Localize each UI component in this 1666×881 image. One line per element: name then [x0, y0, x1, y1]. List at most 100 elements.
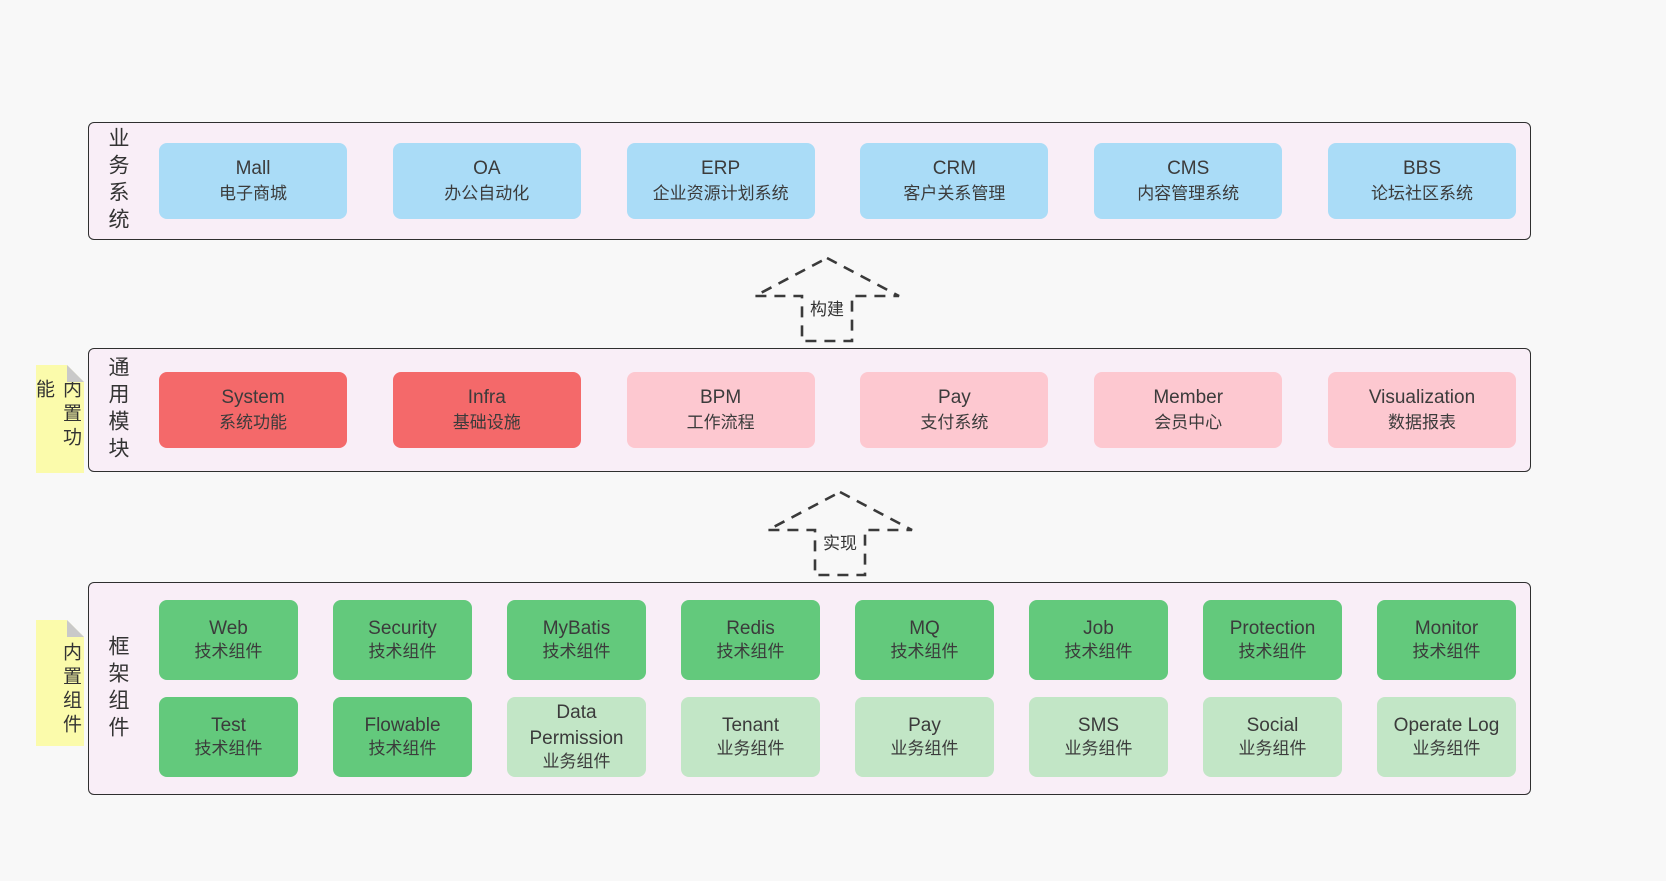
box-subtitle: 技术组件: [194, 739, 263, 759]
box-subtitle: 业务组件: [1064, 739, 1133, 759]
common-modules-container: 通用模块 System 系统功能 Infra 基础设施 BPM 工作流程 Pay…: [88, 348, 1531, 472]
box-title: Visualization: [1368, 386, 1476, 408]
build-arrow: 构建: [752, 255, 902, 343]
implement-arrow-label: 实现: [819, 529, 861, 554]
box-test: Test 技术组件: [159, 697, 298, 777]
box-mq: MQ 技术组件: [855, 600, 994, 680]
box-flowable: Flowable 技术组件: [333, 697, 472, 777]
box-title: Member: [1153, 386, 1224, 408]
box-pay: Pay 支付系统: [860, 372, 1049, 448]
box-mybatis: MyBatis 技术组件: [507, 600, 646, 680]
box-title: Pay: [908, 714, 941, 736]
box-title: Job: [1083, 617, 1114, 639]
block-arrow-up-icon: [767, 490, 913, 577]
box-monitor: Monitor 技术组件: [1377, 600, 1516, 680]
box-subtitle: 业务组件: [716, 739, 785, 759]
box-visualization: Visualization 数据报表: [1327, 372, 1516, 448]
block-arrow-up-icon: [754, 256, 900, 343]
framework-row-2: Test 技术组件 Flowable 技术组件 Data Permission …: [145, 697, 1530, 777]
box-subtitle: 业务组件: [1412, 739, 1481, 759]
box-mall: Mall 电子商城: [159, 143, 347, 219]
box-title: Redis: [726, 617, 775, 639]
box-operate-log: Operate Log 业务组件: [1377, 697, 1516, 777]
box-system: System 系统功能: [159, 372, 347, 448]
implement-arrow: 实现: [765, 489, 915, 577]
box-title: ERP: [701, 157, 741, 179]
box-title: BBS: [1402, 157, 1441, 179]
box-pay-component: Pay 业务组件: [855, 697, 994, 777]
box-title: BPM: [700, 386, 742, 408]
box-title: SMS: [1077, 714, 1120, 736]
box-subtitle: 技术组件: [194, 642, 263, 662]
note-fold-icon: [67, 365, 84, 382]
box-subtitle: 电子商城: [219, 184, 287, 204]
box-bpm: BPM 工作流程: [626, 372, 815, 448]
box-data-permission: Data Permission 业务组件: [507, 697, 646, 777]
box-title: Protection: [1229, 617, 1316, 639]
business-systems-container: 业务系统 Mall 电子商城 OA 办公自动化 ERP 企业资源计划系统 CRM…: [88, 122, 1531, 240]
box-subtitle: 技术组件: [716, 642, 785, 662]
box-subtitle: 客户关系管理: [903, 184, 1006, 204]
note-fold-icon: [67, 620, 84, 637]
box-redis: Redis 技术组件: [681, 600, 820, 680]
box-title: Pay: [938, 386, 971, 408]
box-bbs: BBS 论坛社区系统: [1327, 143, 1516, 219]
box-title: CMS: [1167, 157, 1210, 179]
box-subtitle: 会员中心: [1154, 413, 1223, 433]
box-subtitle: 办公自动化: [444, 184, 530, 204]
box-social: Social 业务组件: [1203, 697, 1342, 777]
box-title: Data Permission: [529, 701, 624, 749]
box-title: Mall: [235, 157, 271, 179]
box-oa: OA 办公自动化: [392, 143, 581, 219]
box-subtitle: 数据报表: [1387, 413, 1456, 433]
box-title: CRM: [932, 157, 977, 179]
box-subtitle: 技术组件: [542, 642, 611, 662]
box-subtitle: 支付系统: [920, 413, 989, 433]
box-title: System: [221, 386, 285, 408]
box-security: Security 技术组件: [333, 600, 472, 680]
box-web: Web 技术组件: [159, 600, 298, 680]
box-subtitle: 论坛社区系统: [1370, 184, 1473, 204]
box-sms: SMS 业务组件: [1029, 697, 1168, 777]
box-member: Member 会员中心: [1094, 372, 1283, 448]
box-subtitle: 业务组件: [890, 739, 959, 759]
box-subtitle: 系统功能: [219, 413, 287, 433]
box-title: Test: [211, 714, 246, 736]
box-title: Web: [209, 617, 248, 639]
box-title: Infra: [467, 386, 506, 408]
box-title: OA: [473, 157, 501, 179]
box-crm: CRM 客户关系管理: [860, 143, 1049, 219]
box-job: Job 技术组件: [1029, 600, 1168, 680]
box-cms: CMS 内容管理系统: [1094, 143, 1283, 219]
box-subtitle: 业务组件: [1238, 739, 1307, 759]
box-tenant: Tenant 业务组件: [681, 697, 820, 777]
box-title: Flowable: [364, 714, 441, 736]
box-subtitle: 企业资源计划系统: [652, 184, 789, 204]
framework-components-container: 框架组件 Web 技术组件 Security 技术组件 MyBatis 技术组件…: [88, 582, 1531, 795]
box-subtitle: 技术组件: [1064, 642, 1133, 662]
box-erp: ERP 企业资源计划系统: [626, 143, 815, 219]
framework-rows: Web 技术组件 Security 技术组件 MyBatis 技术组件 Redi…: [145, 583, 1530, 794]
box-title: Monitor: [1414, 617, 1479, 639]
box-title: Operate Log: [1393, 714, 1500, 736]
box-subtitle: 技术组件: [890, 642, 959, 662]
box-subtitle: 技术组件: [1238, 642, 1307, 662]
business-systems-row: Mall 电子商城 OA 办公自动化 ERP 企业资源计划系统 CRM 客户关系…: [145, 123, 1530, 239]
note-fold-wrap: [36, 620, 84, 637]
box-subtitle: 工作流程: [686, 413, 755, 433]
box-title: MQ: [909, 617, 940, 639]
note-fold-wrap: [36, 365, 84, 382]
box-subtitle: 技术组件: [1412, 642, 1481, 662]
box-title: Social: [1246, 714, 1299, 736]
box-infra: Infra 基础设施: [392, 372, 581, 448]
box-protection: Protection 技术组件: [1203, 600, 1342, 680]
box-title: Tenant: [721, 714, 780, 736]
box-subtitle: 基础设施: [452, 413, 521, 433]
box-subtitle: 技术组件: [368, 739, 437, 759]
framework-components-label: 框架组件: [106, 634, 129, 743]
business-systems-label: 业务系统: [106, 127, 129, 235]
box-subtitle: 业务组件: [542, 752, 611, 772]
builtin-components-note: 内置组件: [36, 620, 84, 746]
box-title: MyBatis: [542, 617, 611, 639]
